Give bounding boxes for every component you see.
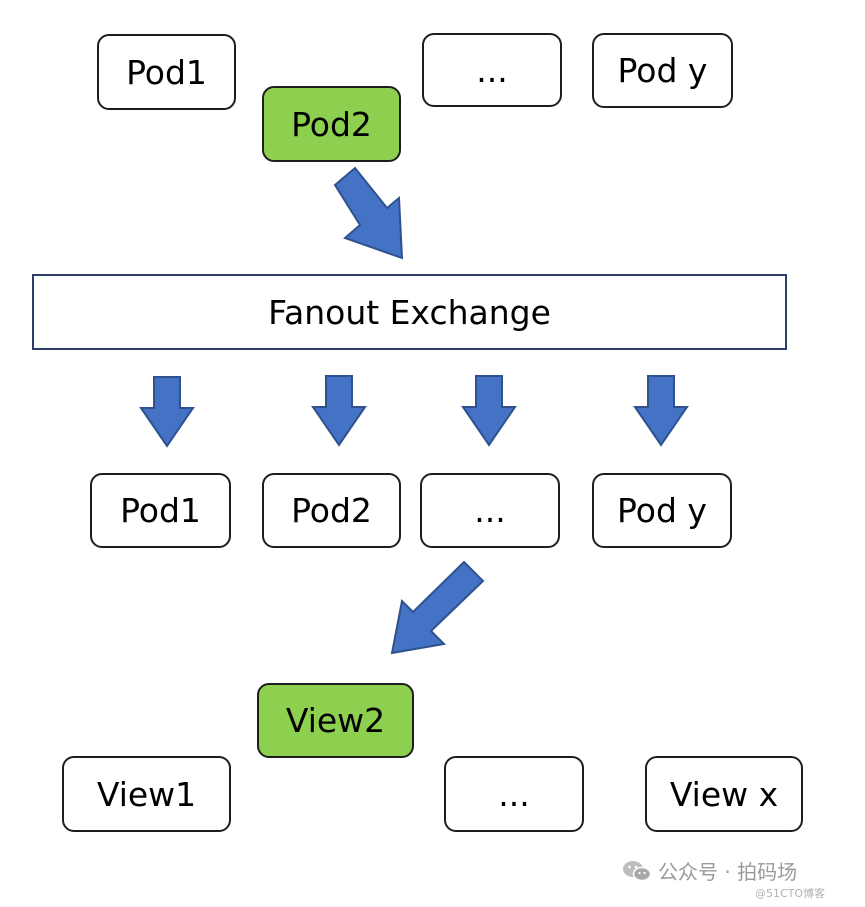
- fanout-exchange-box: Fanout Exchange: [32, 274, 787, 350]
- arrow-down-2: [311, 375, 367, 447]
- arrow-down-3: [461, 375, 517, 447]
- top-pod2-box: Pod2: [262, 86, 401, 162]
- watermark: 公众号 · 拍码场: [622, 856, 797, 885]
- bottom-pod2-box: Pod2: [262, 473, 401, 548]
- bottom-ellipsis-box: ...: [420, 473, 560, 548]
- arrow-down-4: [633, 375, 689, 447]
- view1-box: View1: [62, 756, 231, 832]
- view2-box: View2: [257, 683, 414, 758]
- watermark-sub: @51CTO博客: [755, 887, 826, 900]
- arrow-pod-to-view2: [390, 560, 485, 655]
- bottom-pod-y-box: Pod y: [592, 473, 732, 548]
- wechat-icon: [623, 860, 652, 881]
- bottom-pod1-box: Pod1: [90, 473, 231, 548]
- top-pod1-box: Pod1: [97, 34, 236, 110]
- top-pod-y-box: Pod y: [592, 33, 733, 108]
- arrow-pod2-to-exchange: [333, 166, 404, 260]
- arrow-down-1: [139, 376, 195, 448]
- top-ellipsis-box: ...: [422, 33, 562, 107]
- watermark-text: 公众号 · 拍码场: [658, 860, 798, 884]
- view-x-box: View x: [645, 756, 803, 832]
- view-ellipsis-box: ...: [444, 756, 584, 832]
